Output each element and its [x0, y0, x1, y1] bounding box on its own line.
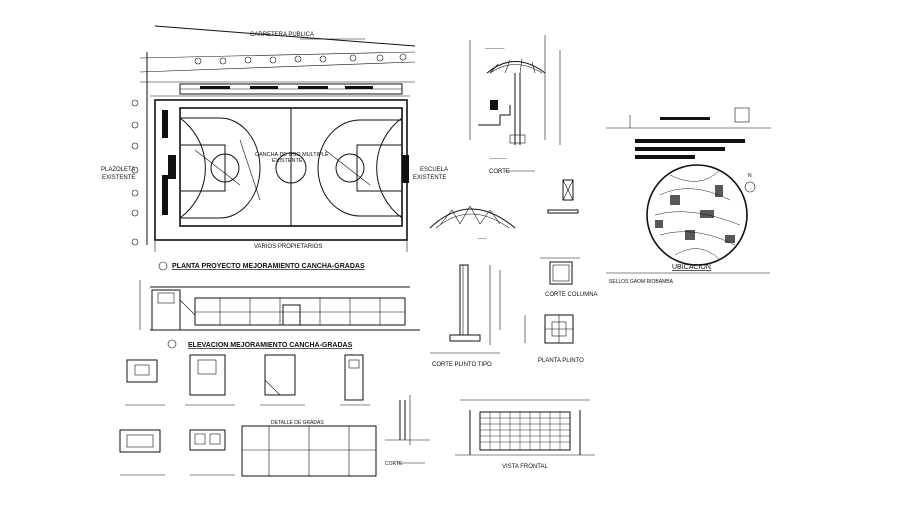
footing-section: CORTE PLINTO TIPO [430, 264, 501, 368]
axis-bubbles-top [194, 53, 407, 65]
roof-section: _______ ______ CORTE [469, 35, 561, 175]
ubicacion-label: UBICACION [672, 264, 711, 271]
school-label-1: ESCUELA [420, 167, 448, 173]
plaza-label-2: EXISTENTE [102, 175, 135, 181]
axis-bubbles-left [131, 99, 139, 246]
column-section: CORTE COLUMNA [540, 257, 598, 298]
elevation-title: ELEVACION MEJORAMIENTO CANCHA-GRADAS [188, 342, 353, 349]
elevation: ELEVACION MEJORAMIENTO CANCHA-GRADAS [139, 280, 420, 349]
plinto-plan: PLANTA PLINTO [524, 314, 584, 364]
svg-text:_______: _______ [484, 44, 505, 50]
corte-label: CORTE [489, 169, 510, 175]
site-plan: CARRETERA PUBLICA [101, 25, 448, 271]
svg-text:______: ______ [489, 154, 507, 160]
vista-frontal: VISTA FRONTAL [455, 399, 595, 470]
plaza-label-1: PLAZOLETA [101, 167, 135, 173]
corte-plinto: CORTE PLINTO TIPO [432, 362, 492, 368]
bottom-owner-label: VARIOS PROPIETARIOS [254, 244, 322, 250]
small-details [119, 354, 370, 476]
court-center-1: CANCHA DE USO MULTIPLE [255, 152, 329, 158]
planta-plinto: PLANTA PLINTO [538, 358, 584, 364]
column-detail [547, 179, 579, 214]
north-letter: N [748, 173, 752, 179]
top-road-label: CARRETERA PUBLICA [250, 32, 314, 38]
plan-title: PLANTA PROYECTO MEJORAMIENTO CANCHA-GRAD… [172, 263, 365, 270]
detalle-label: DETALLE DE GRADAS [271, 420, 324, 426]
corte-columna: CORTE COLUMNA [545, 292, 598, 298]
school-label-2: EXISTENTE [413, 175, 446, 181]
notes-block [606, 107, 771, 159]
bottom-corte: CORTE [385, 395, 430, 467]
svg-text:___: ___ [477, 234, 487, 240]
gradas-detail: DETALLE DE GRADAS [241, 420, 377, 477]
google-label: SELLOS GAOM RIOBAMBA [609, 279, 674, 285]
court-center-2: EXISTENTE [272, 158, 303, 164]
vista-frontal-label: VISTA FRONTAL [502, 464, 548, 470]
truss-detail: ___ [429, 205, 516, 240]
corte-bottom: CORTE [385, 461, 403, 467]
location-map: N UBICACION SELLOS GAOM RIOBAMBA [606, 164, 770, 285]
